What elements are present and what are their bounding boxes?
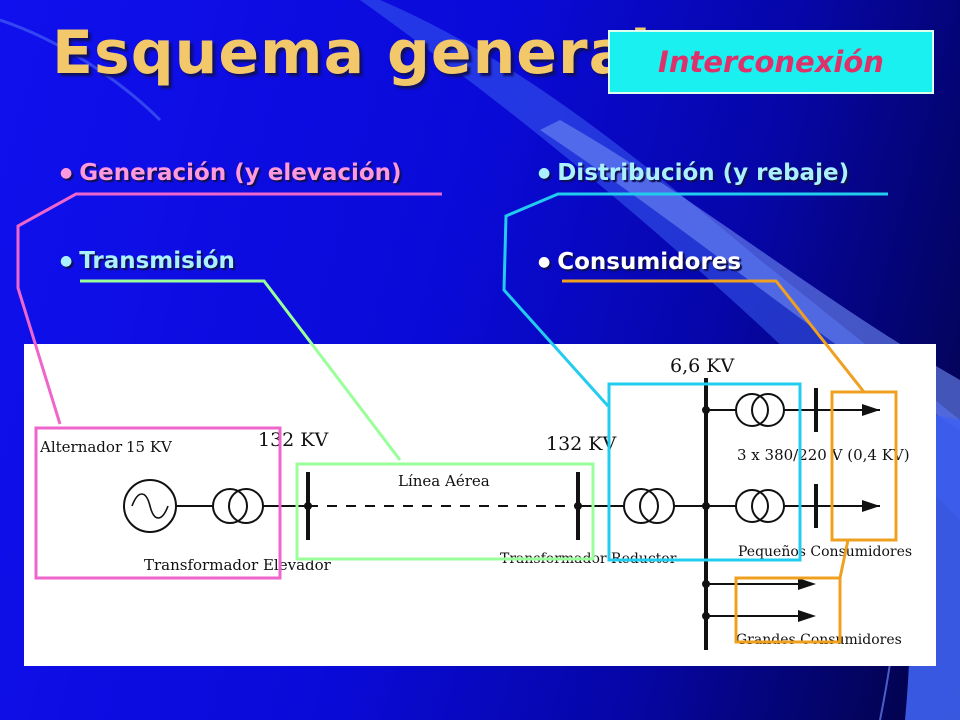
interconexion-badge: Interconexión	[608, 30, 934, 94]
badge-label: Interconexión	[658, 45, 884, 79]
bullet-generacion-text: Generación (y elevación)	[79, 160, 402, 186]
bullet-dot-icon: ●	[538, 254, 551, 270]
slide-title: Esquema general	[52, 18, 652, 88]
bullet-dot-icon: ●	[60, 253, 73, 269]
bullet-generacion: ● Generación (y elevación)	[60, 160, 402, 186]
bullet-transmision: ● Transmisión	[60, 248, 235, 274]
bullet-dot-icon: ●	[538, 165, 551, 181]
bullet-transmision-text: Transmisión	[79, 248, 235, 274]
bullet-distribucion: ● Distribución (y rebaje)	[538, 160, 849, 186]
bullet-distribucion-text: Distribución (y rebaje)	[557, 160, 850, 186]
bullet-dot-icon: ●	[60, 165, 73, 181]
bullet-consumidores: ● Consumidores	[538, 249, 741, 275]
single-line-diagram	[24, 344, 936, 666]
bullet-consumidores-text: Consumidores	[557, 249, 742, 275]
